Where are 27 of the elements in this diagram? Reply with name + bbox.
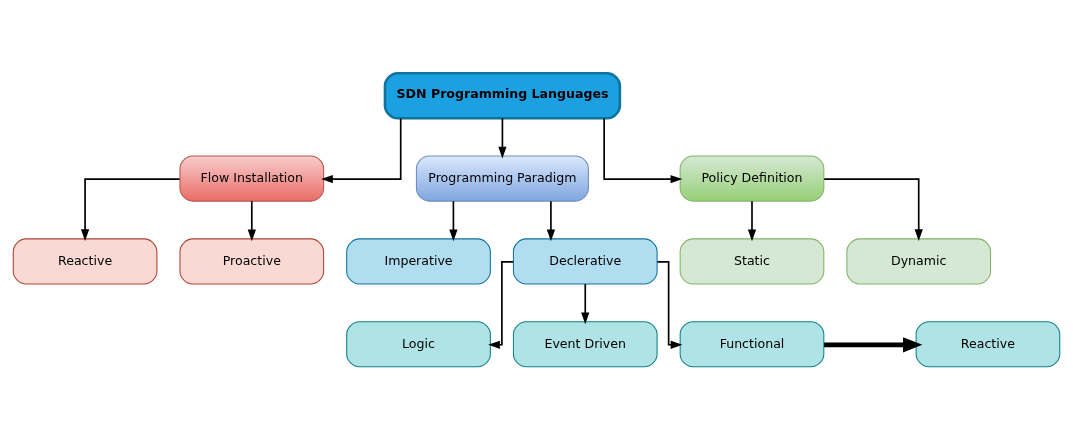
node-box: Imperative bbox=[346, 238, 491, 285]
node-box: SDN Programming Languages bbox=[383, 71, 622, 120]
node-box: Flow Installation bbox=[179, 155, 325, 202]
arrow bbox=[824, 337, 923, 353]
arrow bbox=[823, 178, 923, 242]
node-box: Reactive bbox=[915, 321, 1061, 368]
node-box: Declerative bbox=[512, 238, 658, 285]
node-box: Reactive bbox=[12, 238, 158, 285]
arrow bbox=[747, 200, 757, 242]
arrow bbox=[656, 261, 683, 349]
node-box: Proactive bbox=[179, 238, 325, 285]
node-box: Static bbox=[679, 238, 825, 285]
node-box: Dynamic bbox=[846, 238, 992, 285]
arrow bbox=[449, 200, 458, 242]
node-box: Programming Paradigm bbox=[415, 155, 589, 202]
arrow bbox=[603, 117, 683, 184]
arrow bbox=[321, 117, 402, 184]
node-box: Logic bbox=[346, 321, 491, 368]
arrow bbox=[581, 283, 590, 325]
arrow bbox=[546, 200, 556, 242]
node-box: Functional bbox=[679, 321, 825, 368]
arrow bbox=[498, 117, 507, 159]
arrow bbox=[488, 261, 514, 349]
node-box: Policy Definition bbox=[679, 155, 825, 202]
node-box: Event Driven bbox=[512, 321, 658, 368]
arrow bbox=[247, 200, 256, 242]
arrow bbox=[80, 178, 181, 242]
